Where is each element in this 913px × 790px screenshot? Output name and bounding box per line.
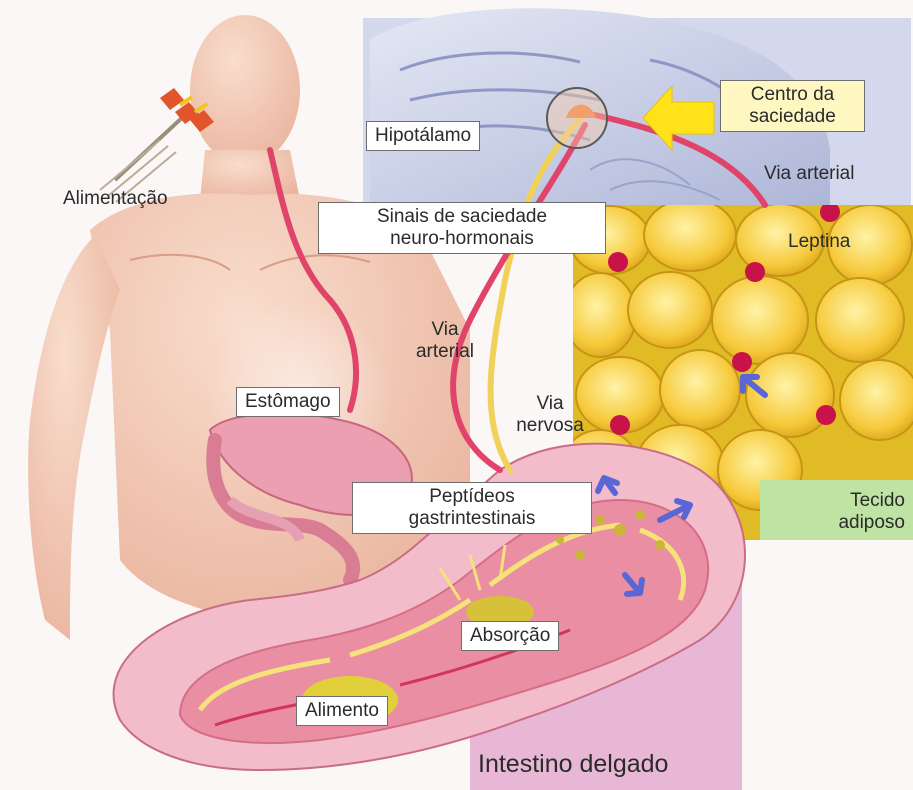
arterial-route-left-line2: arterial <box>405 341 485 363</box>
leptin-label: Leptina <box>788 231 850 253</box>
hypothalamus-label: Hipotálamo <box>366 121 480 151</box>
absorption-label: Absorção <box>461 621 559 651</box>
fat-cell <box>660 350 740 430</box>
fat-cell <box>564 273 636 357</box>
adipose-tissue-line2: adiposo <box>770 512 905 534</box>
leptin-vesicle <box>732 352 752 372</box>
adipose-tissue-line1: Tecido <box>770 490 905 512</box>
fat-cell <box>816 278 904 362</box>
arterial-route-top-label: Via arterial <box>764 163 854 185</box>
satiety-signals-line2: neuro-hormonais <box>327 228 597 250</box>
leptin-vesicle <box>608 252 628 272</box>
leptin-vesicle <box>820 202 840 222</box>
arterial-route-left-line1: Via <box>405 319 485 341</box>
leptin-vesicle <box>816 405 836 425</box>
fat-cell <box>746 353 834 437</box>
adipose-tissue-label: Tecido adiposo <box>770 490 905 534</box>
nervous-route-line1: Via <box>505 393 595 415</box>
satiety-center-line2: saciedade <box>729 106 856 128</box>
leptin-vesicle <box>610 415 630 435</box>
satiety-signals-line1: Sinais de saciedade <box>327 206 597 228</box>
fat-cell <box>644 199 736 271</box>
fat-cell <box>628 272 712 348</box>
gi-peptides-line1: Peptídeos <box>361 486 583 508</box>
arterial-route-left-label: Via arterial <box>405 319 485 363</box>
nervous-route-label: Via nervosa <box>505 393 595 437</box>
gi-peptides-line2: gastrintestinais <box>361 508 583 530</box>
feeding-label: Alimentação <box>63 188 168 210</box>
leptin-vesicle <box>745 262 765 282</box>
small-intestine-label: Intestino delgado <box>478 750 668 778</box>
satiety-signals-label: Sinais de saciedade neuro-hormonais <box>318 202 606 254</box>
fat-cell <box>712 276 808 364</box>
nervous-route-line2: nervosa <box>505 415 595 437</box>
food-label: Alimento <box>296 696 388 726</box>
satiety-center-label: Centro da saciedade <box>720 80 865 132</box>
satiety-center-line1: Centro da <box>729 84 856 106</box>
stomach-label: Estômago <box>236 387 340 417</box>
gi-peptides-label: Peptídeos gastrintestinais <box>352 482 592 534</box>
fat-cell <box>840 360 913 440</box>
